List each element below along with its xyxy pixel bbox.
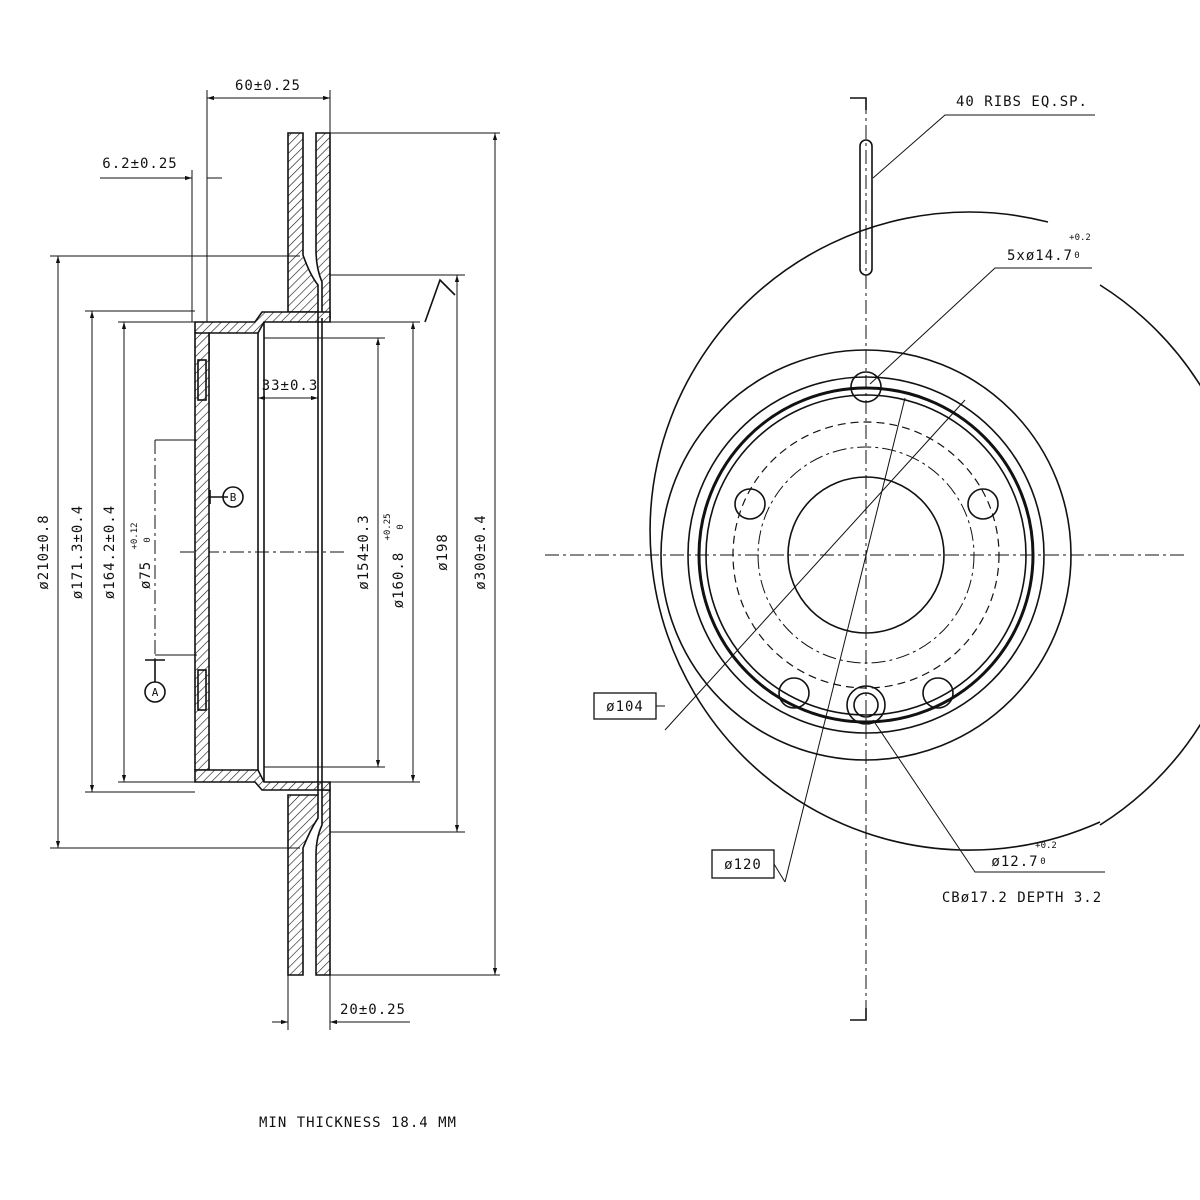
dia-75-tol-lower: 0 <box>143 537 153 542</box>
circle-hidden-pilot <box>732 421 1000 689</box>
dim-hat-offset: 6.2±0.25 <box>102 156 177 172</box>
rib-slot <box>859 139 873 276</box>
circle-hat-wall <box>697 386 1035 724</box>
datum-b-label: B <box>230 491 237 504</box>
ribs-note: 40 RIBS EQ.SP. <box>956 94 1088 110</box>
disc-outer-edge-right <box>1099 284 1200 826</box>
dia-160: ø160.8 <box>391 552 407 609</box>
dia-210: ø210±0.8 <box>36 514 52 589</box>
datum-a-label: A <box>152 686 159 699</box>
bolt-holes-label: 5xø14.7 <box>1007 248 1073 264</box>
side-section-view: B A 60±0.25 6.2±0.25 33±0.3 20±0.25 ø210… <box>36 78 500 1030</box>
dia-120: ø120 <box>724 857 762 873</box>
dia-164: ø164.2±0.4 <box>102 505 118 599</box>
dim-hub-depth: 33±0.3 <box>262 378 319 394</box>
pin-hole-label: ø12.7 <box>991 854 1038 870</box>
pin-hole <box>853 692 879 718</box>
dia-104-leader <box>664 399 966 731</box>
bolt-holes-tol-upper: +0.2 <box>1069 233 1091 243</box>
surface-finish-symbol <box>424 278 456 323</box>
dia-160-tol-upper: +0.25 <box>383 513 393 540</box>
friction-ring-bottom <box>287 794 319 976</box>
bolt-holes-tol-lower: 0 <box>1074 251 1079 261</box>
dim-disc-thickness: 20±0.25 <box>340 1002 406 1018</box>
bolt-hole-2 <box>967 488 999 520</box>
circle-bolt-pattern <box>757 446 975 664</box>
circle-hat-outer <box>687 376 1045 734</box>
bolt-hole-1 <box>850 371 882 403</box>
dia-198: ø198 <box>435 533 451 571</box>
pilot-notch-top <box>197 359 207 401</box>
bolt-hole-4 <box>778 677 810 709</box>
hat-left-wall <box>194 332 210 771</box>
circle-outer-ring-edge <box>660 349 1072 761</box>
friction-ring-bottom-outer <box>315 789 331 976</box>
pin-hole-tol-lower: 0 <box>1040 857 1045 867</box>
ribs-leader <box>872 114 1095 179</box>
bolt-holes-leader <box>869 267 1092 385</box>
dia-75-tol-upper: +0.12 <box>130 522 140 549</box>
bolt-hole-5 <box>734 488 766 520</box>
disc-outer-edge <box>649 211 1101 851</box>
friction-ring-top <box>287 132 319 313</box>
section-mark-top <box>850 97 867 110</box>
dia-160-tol-lower: 0 <box>396 524 406 529</box>
datum-b-marker <box>222 486 244 508</box>
dia-120-box <box>711 849 775 879</box>
front-view: 40 RIBS EQ.SP. 5xø14.7 +0.2 0 ø104 ø120 … <box>545 94 1200 1021</box>
dia-120-leader <box>784 397 906 883</box>
pilot-notch-bottom <box>197 669 207 711</box>
section-mark-bottom <box>850 1008 867 1021</box>
dia-104: ø104 <box>606 699 644 715</box>
pin-hole-tol-upper: +0.2 <box>1035 841 1057 851</box>
circle-hat-inner <box>705 394 1027 716</box>
dia-75: ø75 <box>138 561 154 589</box>
hat-bottom-flange <box>194 769 331 791</box>
bolt-hole-3 <box>922 677 954 709</box>
pin-hole-leader <box>872 719 1105 873</box>
min-thickness-note: MIN THICKNESS 18.4 MM <box>259 1115 457 1131</box>
dia-171: ø171.3±0.4 <box>70 505 86 599</box>
pin-hole-counterbore <box>846 685 886 725</box>
circle-center-bore <box>787 476 945 634</box>
hat-top-flange <box>194 311 331 361</box>
dia-154: ø154±0.3 <box>356 514 372 589</box>
counterbore-label: CBø17.2 DEPTH 3.2 <box>942 890 1102 906</box>
dia-120-leader-stub <box>773 863 786 883</box>
dia-300: ø300±0.4 <box>473 514 489 589</box>
datum-a-marker <box>144 681 166 703</box>
dim-overall-width: 60±0.25 <box>235 78 301 94</box>
